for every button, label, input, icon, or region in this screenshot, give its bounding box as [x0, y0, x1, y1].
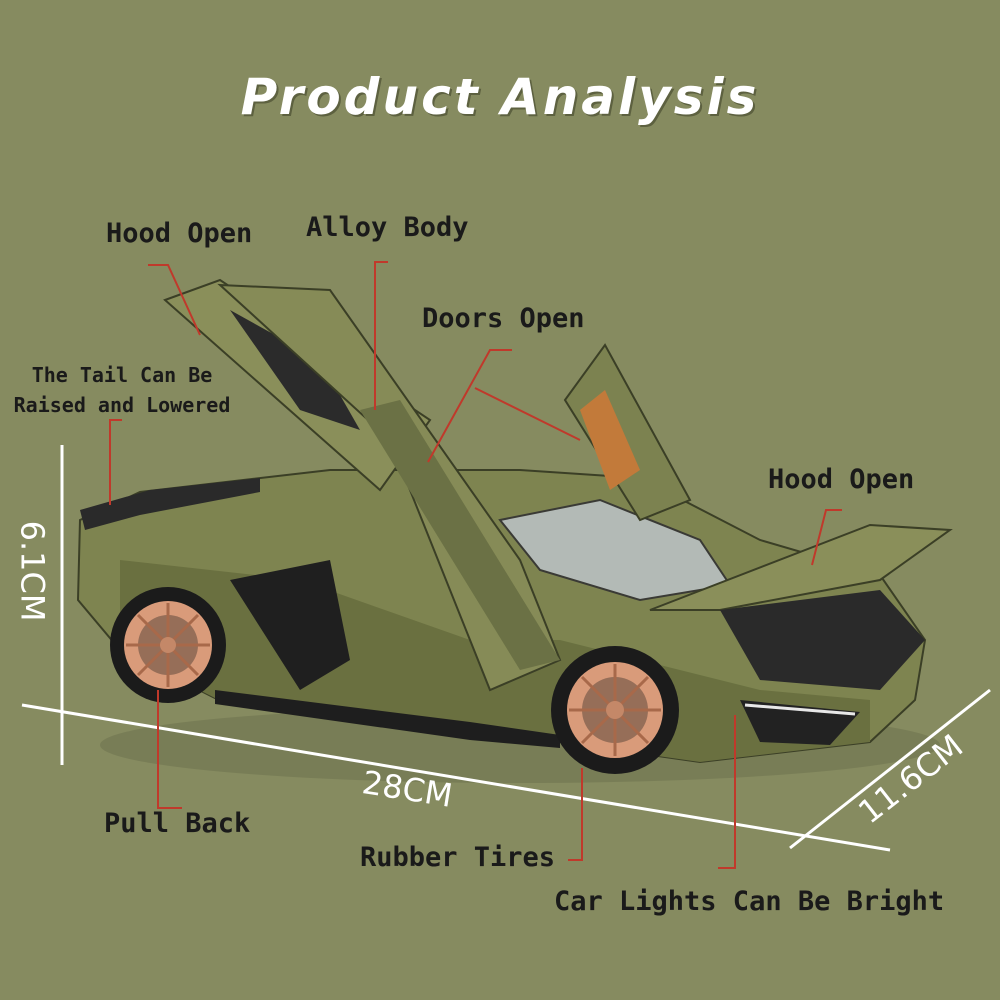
front-trunk: [720, 590, 925, 690]
page-title: Product Analysis: [240, 68, 760, 126]
label-hood-open-front: Hood Open: [768, 464, 915, 495]
callout-hood-rear: [148, 264, 201, 336]
front-hood-raised: [649, 523, 953, 611]
label-doors-open: Doors Open: [422, 303, 585, 334]
label-pull-back: Pull Back: [104, 808, 251, 839]
headlight-strip: [744, 703, 856, 716]
rear-wing: [80, 478, 260, 530]
rear-wheel: [110, 587, 226, 703]
label-hood-open-rear: Hood Open: [106, 218, 253, 249]
callout-doors-right: [474, 387, 581, 441]
label-alloy-body: Alloy Body: [306, 212, 469, 243]
length-line: [21, 703, 891, 852]
car-sill: [215, 690, 560, 748]
front-wheel: [551, 646, 679, 774]
dimension-height: 6.1CM: [13, 520, 52, 622]
callout-doors-left: [427, 349, 512, 463]
rear-hood-vent: [230, 310, 360, 430]
label-tail-line-2: Raised and Lowered: [13, 393, 231, 417]
label-car-lights: Car Lights Can Be Bright: [554, 886, 945, 917]
callout-car-lights: [718, 715, 736, 869]
callout-rubber-tires: [568, 768, 583, 861]
dimension-lines: [21, 445, 991, 852]
side-intake: [230, 560, 350, 690]
callout-tail: [109, 419, 122, 505]
callout-hood-front: [811, 509, 842, 566]
callout-alloy-body: [374, 261, 388, 410]
callout-pull-back: [157, 690, 182, 809]
label-rubber-tires: Rubber Tires: [360, 842, 556, 873]
width-line: [789, 688, 991, 850]
door-right-inner: [580, 390, 640, 490]
label-tail: The Tail Can Be Raised and Lowered: [2, 360, 242, 420]
label-tail-line-1: The Tail Can Be: [31, 363, 213, 387]
callout-lines: [109, 261, 842, 869]
door-left-edge: [360, 400, 560, 670]
